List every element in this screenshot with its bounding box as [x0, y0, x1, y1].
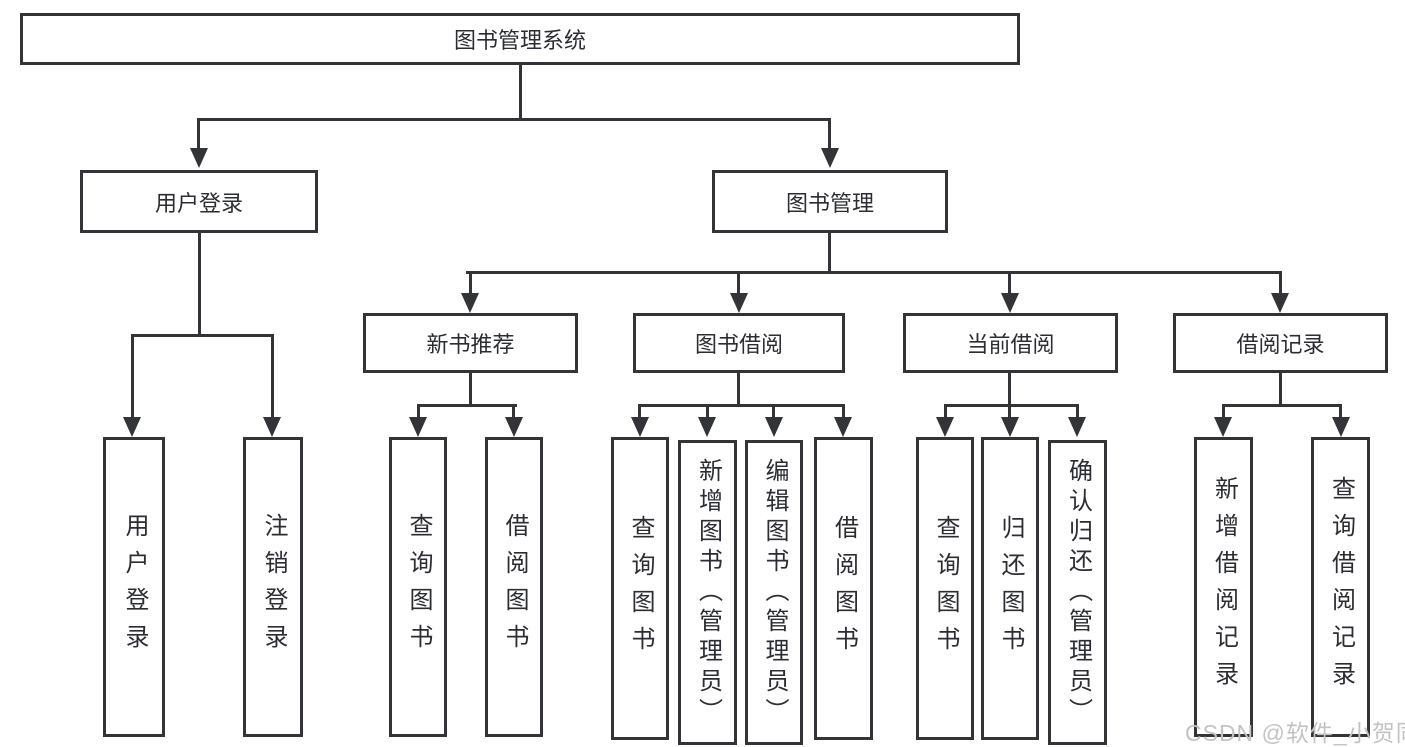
arrowhead-down-icon	[631, 417, 649, 437]
connector-vline	[737, 273, 740, 294]
leaf-bb-add-books-admin: 新增图书（管理员）	[678, 440, 737, 745]
leaf-cb-return-books: 归还图书	[981, 437, 1039, 740]
arrowhead-down-icon	[821, 148, 839, 168]
leaf-bb-borrow-books: 借阅图书	[814, 437, 873, 740]
connector-vline	[1339, 404, 1342, 418]
arrowhead-down-icon	[190, 148, 208, 168]
leaf-label: 确认归还（管理员）	[1064, 457, 1092, 728]
leaf-label: 借阅图书	[501, 513, 528, 661]
connector-vline	[737, 373, 740, 407]
connector-vline	[417, 404, 420, 418]
node-label: 借阅记录	[1236, 332, 1325, 357]
connector-vline	[1008, 273, 1011, 294]
connector-hline	[197, 118, 831, 121]
connector-vline	[197, 120, 200, 149]
connector-vline	[469, 373, 472, 407]
node-user-login: 用户登录	[80, 170, 318, 233]
node-label: 图书借阅	[694, 332, 783, 357]
arrowhead-down-icon	[263, 417, 281, 437]
arrowhead-down-icon	[1214, 417, 1232, 437]
leaf-label: 新增借阅记录	[1210, 476, 1238, 698]
leaf-label: 新增图书（管理员）	[694, 457, 722, 728]
node-label: 用户登录	[154, 190, 243, 216]
leaf-bb-edit-books-admin: 编辑图书（管理员）	[745, 440, 803, 745]
arrowhead-down-icon	[1001, 417, 1019, 437]
connector-hline	[638, 404, 844, 407]
connector-vline	[1222, 404, 1225, 418]
arrowhead-down-icon	[834, 417, 852, 437]
connector-vline	[1279, 373, 1282, 407]
connector-vline	[519, 65, 522, 120]
leaf-logout: 注销登录	[243, 437, 303, 737]
leaf-label: 注销登录	[260, 513, 287, 661]
connector-vline	[198, 233, 201, 336]
connector-hline	[944, 404, 1079, 407]
connector-hline	[1222, 404, 1342, 407]
node-new-book-recommend: 新书推荐	[363, 313, 578, 373]
leaf-label: 归还图书	[997, 514, 1024, 663]
leaf-label: 查询图书	[627, 514, 654, 663]
node-label: 图书管理	[785, 190, 874, 216]
arrowhead-down-icon	[1001, 293, 1019, 313]
connector-vline	[469, 273, 472, 294]
arrowhead-down-icon	[1271, 293, 1289, 313]
leaf-label: 查询借阅记录	[1327, 476, 1355, 698]
leaf-label: 用户登录	[121, 513, 148, 661]
arrowhead-down-icon	[698, 417, 716, 437]
node-label: 当前借阅	[966, 332, 1055, 357]
arrowhead-down-icon	[505, 417, 523, 437]
connector-vline	[828, 233, 831, 274]
arrowhead-down-icon	[409, 417, 427, 437]
connector-vline	[131, 334, 134, 417]
connector-vline	[828, 120, 831, 149]
leaf-br-add-record: 新增借阅记录	[1194, 437, 1253, 737]
leaf-br-query-record: 查询借阅记录	[1311, 437, 1370, 737]
leaf-label: 查询图书	[405, 513, 432, 661]
arrowhead-down-icon	[1332, 417, 1350, 437]
connector-vline	[271, 334, 274, 417]
arrowhead-down-icon	[765, 417, 783, 437]
connector-vline	[772, 404, 775, 418]
leaf-cb-confirm-return-admin: 确认归还（管理员）	[1048, 440, 1107, 745]
connector-vline	[1008, 373, 1011, 407]
leaf-nb-borrow-books: 借阅图书	[485, 437, 543, 737]
node-book-management: 图书管理	[712, 170, 948, 233]
arrowhead-down-icon	[123, 417, 141, 437]
arrowhead-down-icon	[936, 417, 954, 437]
node-library-management-system: 图书管理系统	[20, 13, 1020, 65]
node-book-borrow: 图书借阅	[633, 313, 845, 373]
leaf-label: 查询图书	[932, 514, 959, 663]
connector-vline	[944, 404, 947, 418]
connector-vline	[706, 404, 709, 418]
node-borrow-records: 借阅记录	[1173, 313, 1388, 373]
leaf-user-login: 用户登录	[103, 437, 165, 737]
node-label: 新书推荐	[426, 332, 515, 357]
node-current-borrow: 当前借阅	[903, 313, 1118, 373]
connector-hline	[417, 404, 517, 407]
node-label: 图书管理系统	[453, 28, 586, 53]
csdn-watermark: CSDN @软件_小贺同学	[1185, 720, 1405, 746]
arrowhead-down-icon	[1068, 417, 1086, 437]
connector-vline	[1279, 273, 1282, 294]
leaf-label: 编辑图书（管理员）	[761, 457, 788, 728]
connector-vline	[638, 404, 641, 418]
leaf-cb-query-books: 查询图书	[916, 437, 974, 740]
connector-vline	[512, 404, 515, 418]
leaf-label: 借阅图书	[830, 514, 858, 663]
arrowhead-down-icon	[461, 293, 479, 313]
connector-hline	[466, 271, 1282, 274]
connector-vline	[842, 404, 845, 418]
connector-hline	[131, 334, 274, 337]
connector-vline	[1008, 404, 1011, 418]
arrowhead-down-icon	[730, 293, 748, 313]
connector-vline	[1076, 404, 1079, 418]
leaf-bb-query-books: 查询图书	[611, 437, 669, 740]
leaf-nb-query-books: 查询图书	[389, 437, 447, 737]
